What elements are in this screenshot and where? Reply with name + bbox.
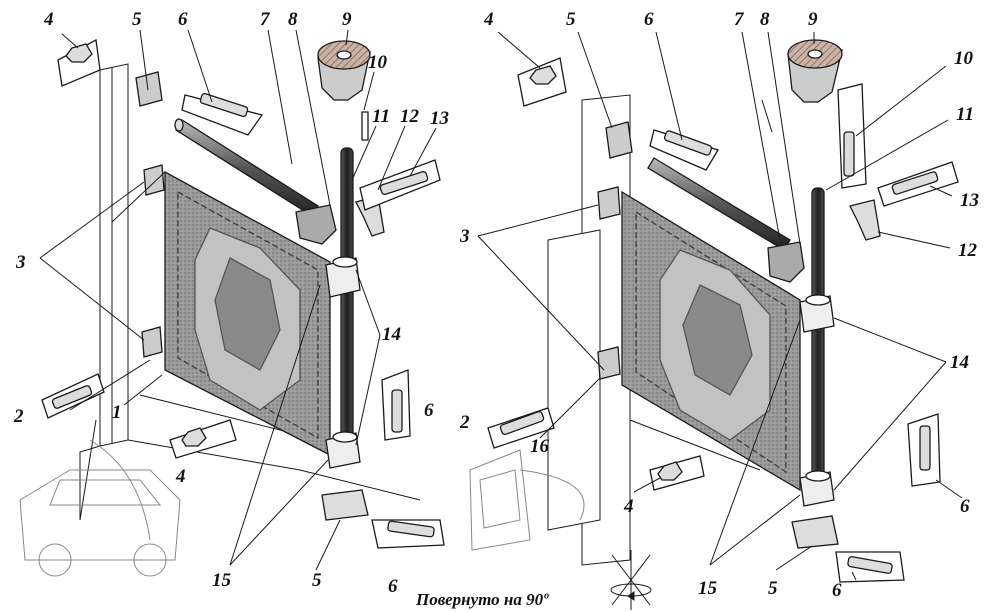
callout-12-left: 12: [400, 106, 420, 127]
callout-4-right-lower: 4: [623, 496, 634, 517]
callout-11-left: 11: [372, 106, 390, 127]
left-door-frame: [79, 63, 421, 520]
right-hinge-upper: [799, 294, 835, 333]
right-door-panel: [621, 190, 801, 492]
callout-14-right: 14: [950, 352, 969, 373]
left-door-panel: [164, 170, 331, 457]
right-vehicle-sketch: [469, 449, 585, 551]
callout-4-right: 4: [483, 9, 494, 30]
callout-6-left-bottom: 6: [388, 576, 398, 597]
callout-9-left: 9: [342, 9, 352, 30]
left-bushing-9: [317, 40, 371, 101]
callout-4-left: 4: [43, 9, 54, 30]
callout-7-right: 7: [734, 9, 745, 30]
callout-5-right-lower: 5: [768, 578, 778, 599]
right-pin-11: [811, 187, 825, 489]
callout-10-right: 10: [954, 48, 974, 69]
right-clip-12: [849, 199, 881, 241]
right-bushing-9: [787, 39, 843, 103]
left-leader-lines: [39, 29, 437, 571]
callout-6-right: 6: [644, 9, 654, 30]
left-bolt-10: [361, 111, 369, 141]
callout-15-right: 15: [698, 578, 718, 599]
left-pad-5: [321, 489, 369, 521]
right-door-frame: [547, 94, 761, 566]
left-callout-labels: 4 5 6 7 8 9 10 11 12 13 3 14 2 1 6 4 15 …: [13, 9, 449, 597]
right-bracket-8: [767, 241, 805, 283]
left-hinge-bracket-3: [135, 71, 165, 358]
callout-6-right-lower: 6: [960, 496, 970, 517]
rotation-symbol-icon: [610, 550, 652, 610]
callout-5-left: 5: [132, 9, 142, 30]
callout-8-left: 8: [288, 9, 298, 30]
right-callout-labels: 4 5 6 7 8 9 10 11 13 3 12 14 2 16 4 6 15…: [459, 9, 979, 601]
callout-16-right: 16: [530, 436, 550, 457]
callout-14-left: 14: [382, 324, 401, 345]
left-hinge-upper: [325, 256, 361, 298]
right-hinge-bracket-3: [597, 121, 633, 380]
right-bolts: [499, 65, 939, 574]
callout-10-left: 10: [368, 52, 388, 73]
callout-7-left: 7: [260, 9, 271, 30]
callout-6-right-bottom: 6: [832, 580, 842, 601]
callout-6-left-lower: 6: [424, 400, 434, 421]
left-pin-11: [340, 147, 354, 449]
callout-5-left-lower: 5: [312, 570, 322, 591]
left-assembly: [19, 29, 445, 577]
rotation-caption: Повернуто на 90º: [415, 590, 549, 609]
callout-9-right: 9: [808, 9, 818, 30]
callout-12-right: 12: [958, 240, 978, 261]
callout-1-left: 1: [112, 402, 122, 423]
callout-2-right: 2: [459, 412, 470, 433]
callout-8-right: 8: [760, 9, 770, 30]
callout-3-left: 3: [15, 252, 26, 273]
callout-3-right: 3: [459, 226, 470, 247]
right-leader-lines: [477, 31, 963, 581]
left-hinge-lower: [325, 431, 361, 469]
left-vehicle-sketch: [19, 439, 181, 577]
callout-15-left: 15: [212, 570, 232, 591]
callout-4-left-lower: 4: [175, 466, 186, 487]
callout-13-left: 13: [430, 108, 449, 129]
left-bolts: [51, 43, 435, 538]
callout-13-right: 13: [960, 190, 979, 211]
callout-6-left: 6: [178, 9, 188, 30]
callout-11-right: 11: [956, 104, 974, 125]
right-hinge-lower: [799, 470, 835, 507]
callout-5-right: 5: [566, 9, 576, 30]
right-assembly: [469, 31, 963, 610]
callout-2-left: 2: [13, 406, 24, 427]
left-bracket-8: [295, 204, 337, 245]
right-pad-5: [791, 515, 839, 549]
